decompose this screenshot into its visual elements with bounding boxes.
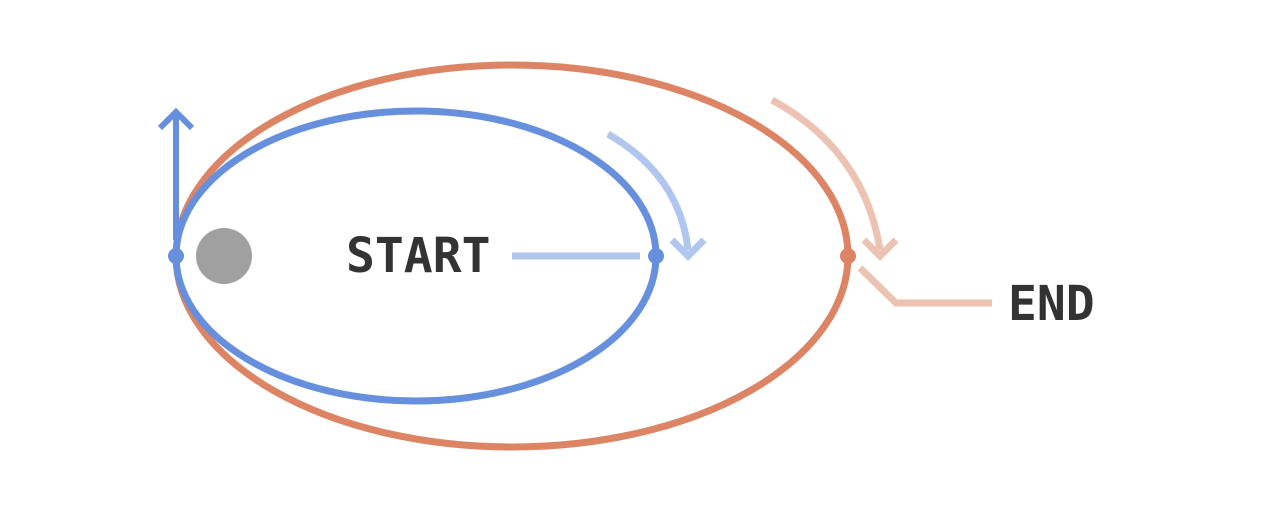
central-body (196, 228, 252, 284)
end-apoapsis-node (840, 248, 856, 264)
start-apoapsis-node (648, 248, 664, 264)
curved-arrow-icon (606, 130, 707, 261)
end-label: END (1008, 276, 1095, 332)
end-leader-line (857, 265, 992, 307)
up-arrow-icon (157, 107, 195, 240)
periapsis-node (168, 248, 184, 264)
curved-arrow-icon (770, 96, 899, 261)
start-label: START (346, 228, 491, 284)
